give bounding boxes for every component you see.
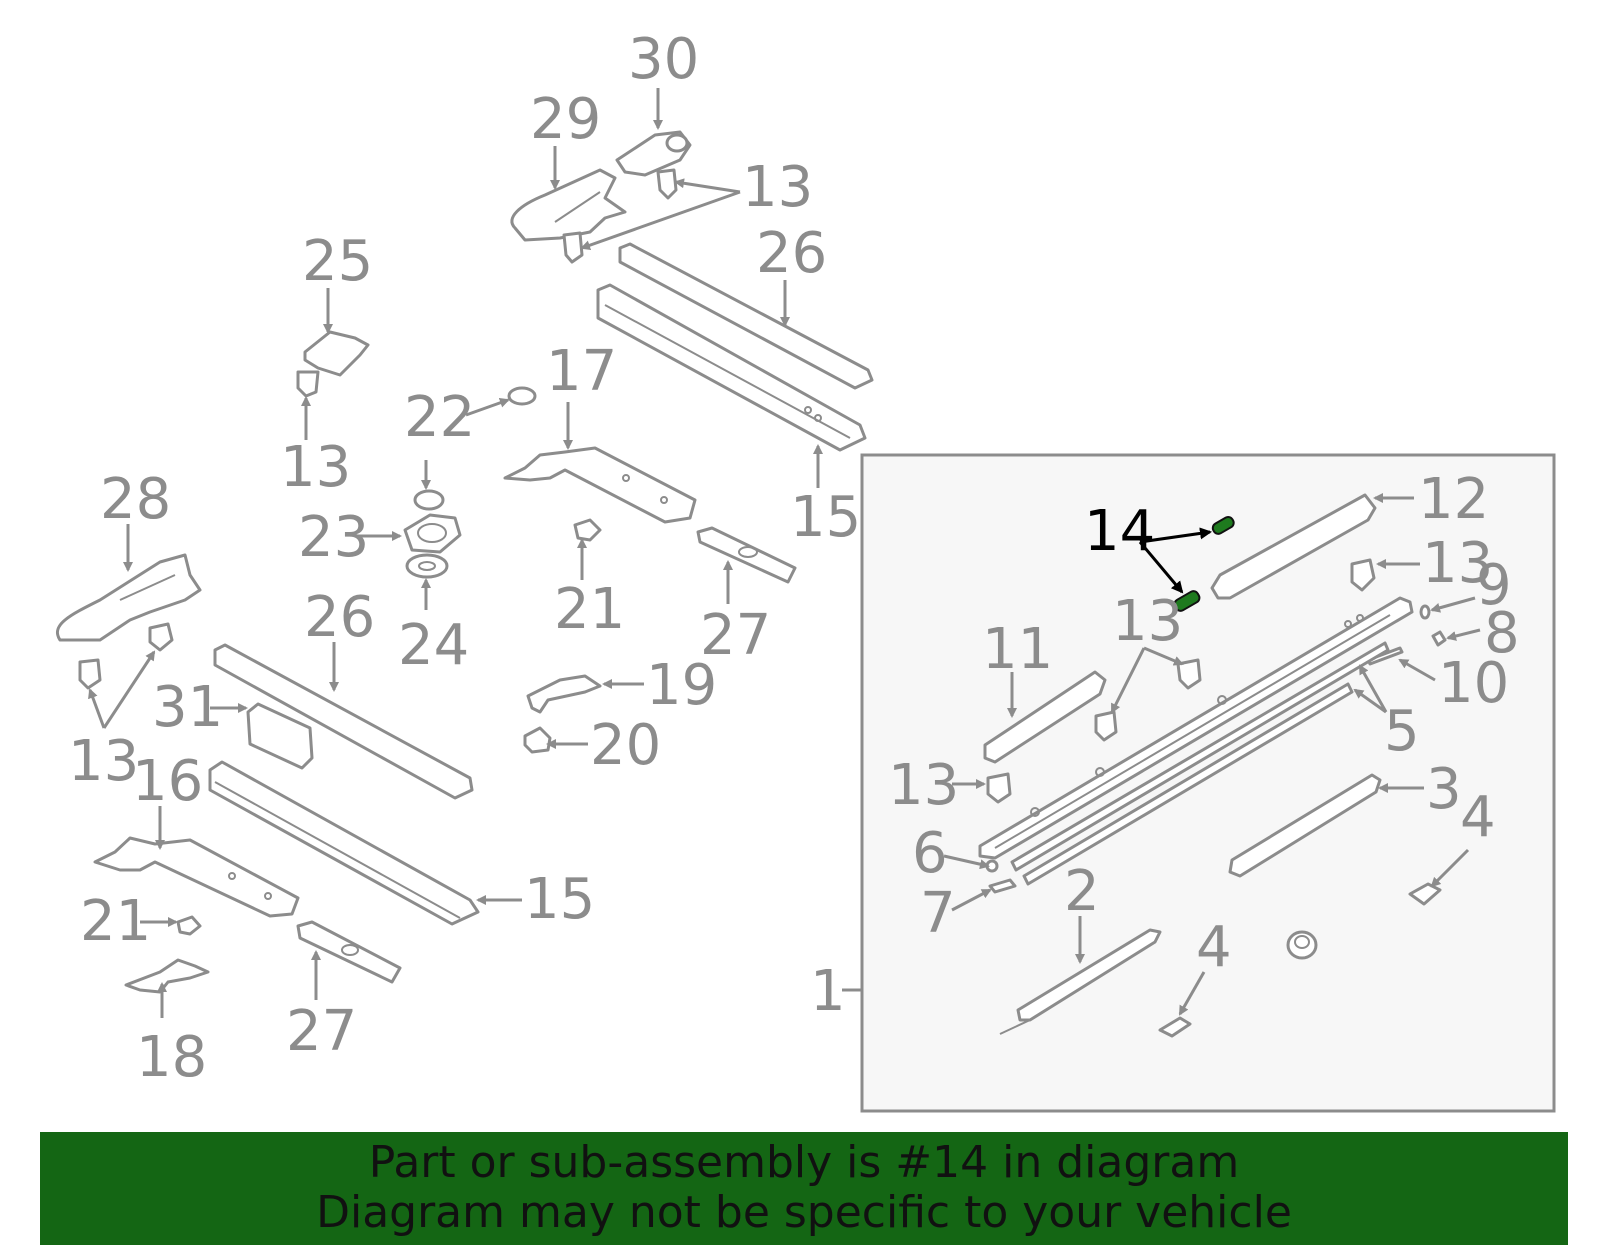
part-13-clip-28b[interactable] [78,658,102,690]
part-21-nut-a[interactable] [573,518,602,542]
callout-13-25[interactable]: 13 [280,435,351,500]
part-22-ring[interactable] [413,489,445,511]
part-14-plug-a[interactable] [1211,515,1236,536]
callout-29[interactable]: 29 [530,87,601,152]
part-17-bracket[interactable] [503,446,697,524]
part-12-trim[interactable] [1210,493,1377,600]
callout-18[interactable]: 18 [136,1025,207,1090]
callout-22[interactable]: 22 [404,385,475,450]
part-14-plug-b[interactable] [1173,589,1202,612]
callout-11[interactable]: 11 [982,617,1053,682]
callout-labels: 30 29 13 26 15 25 13 22 23 24 17 21 27 1… [68,27,1520,1090]
callout-24[interactable]: 24 [398,613,469,678]
part-22-washer[interactable] [507,386,537,406]
callout-23[interactable]: 23 [298,505,369,570]
callout-2[interactable]: 2 [1064,859,1100,924]
part-29-bracket[interactable] [510,168,627,242]
part-5-strip-a[interactable] [1010,641,1390,872]
part-27-plate-a[interactable] [696,526,797,584]
part-11-trim[interactable] [983,670,1107,764]
callout-20[interactable]: 20 [590,713,661,778]
callout-13-28[interactable]: 13 [68,729,139,794]
callout-19[interactable]: 19 [646,653,717,718]
part-13-clip-25[interactable] [296,370,320,398]
callout-13-inset-a[interactable]: 13 [1422,531,1493,596]
part-sill-main[interactable] [978,596,1414,860]
part-16-bracket[interactable] [93,836,300,918]
callout-31[interactable]: 31 [152,675,223,740]
callout-28[interactable]: 28 [100,467,171,532]
part-nut-inset[interactable] [1286,930,1318,960]
part-4-clip-a[interactable] [1408,882,1442,906]
callout-10[interactable]: 10 [1438,651,1509,716]
part-24-washer[interactable] [405,553,449,579]
part-21-nut-b[interactable] [176,915,202,936]
part-19-bracket[interactable] [526,674,602,714]
part-26-lower-rail[interactable] [213,643,474,800]
callout-9[interactable]: 9 [1476,553,1512,618]
part-23-grommet[interactable] [403,513,462,554]
callout-13-top[interactable]: 13 [742,155,813,220]
callout-3[interactable]: 3 [1426,757,1462,822]
part-28-bracket[interactable] [56,553,202,642]
banner-line-1: Part or sub-assembly is #14 in diagram [368,1137,1240,1188]
callout-26-lower[interactable]: 26 [304,585,375,650]
callout-15-lower[interactable]: 15 [524,867,595,932]
banner-line-2: Diagram may not be specific to your vehi… [316,1187,1292,1238]
callout-1[interactable]: 1 [810,959,846,1024]
info-banner: Part or sub-assembly is #14 in diagram D… [40,1132,1568,1245]
callout-4-bottom[interactable]: 4 [1196,915,1232,980]
part-30-clip[interactable] [615,130,692,177]
callout-13-inset-c[interactable]: 13 [888,753,959,818]
part-5-strip-b[interactable] [1022,682,1354,886]
callout-13-inset-b[interactable]: 13 [1112,589,1183,654]
callout-16[interactable]: 16 [132,749,203,814]
part-2-strip[interactable] [999,928,1162,1035]
part-13-clip-inset-a[interactable] [1350,558,1376,592]
part-27-plate-b[interactable] [296,920,402,984]
callout-21-lower[interactable]: 21 [80,889,151,954]
part-13-clip-top-a[interactable] [656,168,678,200]
part-13-clip-inset-b[interactable] [1176,658,1202,690]
part-13-clip-inset-c[interactable] [1094,710,1118,742]
callout-27-top[interactable]: 27 [700,603,771,668]
part-3-strip[interactable] [1228,773,1382,878]
callout-14[interactable]: 14 [1084,499,1155,564]
part-31-pad[interactable] [246,702,314,770]
callout-5[interactable]: 5 [1384,699,1420,764]
callout-8[interactable]: 8 [1484,601,1520,666]
callout-25[interactable]: 25 [302,229,373,294]
callout-7[interactable]: 7 [920,881,956,946]
part-15-upper-rail[interactable] [596,283,867,452]
callout-4-right[interactable]: 4 [1460,785,1496,850]
callout-21-top[interactable]: 21 [554,577,625,642]
part-4-clip-b[interactable] [1158,1016,1192,1038]
callout-6[interactable]: 6 [912,821,948,886]
part-6-pin[interactable] [985,859,999,873]
part-26-upper-rail[interactable] [618,242,874,390]
part-18-bracket[interactable] [124,958,210,994]
part-20-nut[interactable] [523,726,552,754]
part-13-clip-top-b[interactable] [562,231,584,264]
part-13-clip-28a[interactable] [148,622,174,652]
part-7-pin[interactable] [988,878,1017,894]
callout-17[interactable]: 17 [546,339,617,404]
callout-15-top[interactable]: 15 [790,485,861,550]
part-13-clip-inset-d[interactable] [986,772,1012,804]
part-8-pin[interactable] [1431,630,1447,647]
callout-27-lower[interactable]: 27 [286,999,357,1064]
callout-12[interactable]: 12 [1418,467,1489,532]
callout-26-top[interactable]: 26 [756,221,827,286]
callout-30[interactable]: 30 [628,27,699,92]
part-25-bracket[interactable] [303,330,370,377]
leader-lines [88,88,1481,1018]
part-9-pin[interactable] [1419,604,1431,620]
part-15-lower-rail[interactable] [208,760,480,926]
